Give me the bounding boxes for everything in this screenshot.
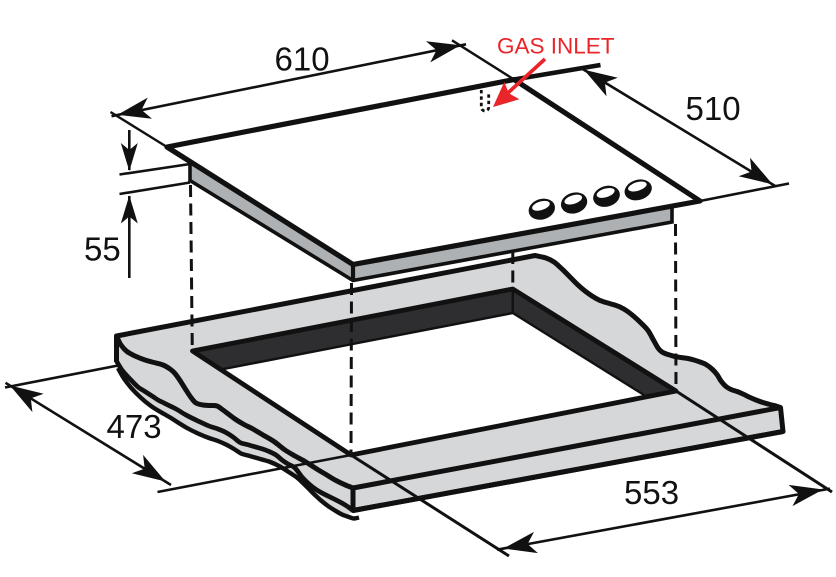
svg-text:610: 610 [275,41,330,78]
svg-text:553: 553 [624,474,679,511]
svg-text:55: 55 [84,231,121,268]
svg-text:GAS INLET: GAS INLET [497,34,615,59]
svg-text:510: 510 [686,90,741,127]
svg-text:473: 473 [107,408,162,445]
